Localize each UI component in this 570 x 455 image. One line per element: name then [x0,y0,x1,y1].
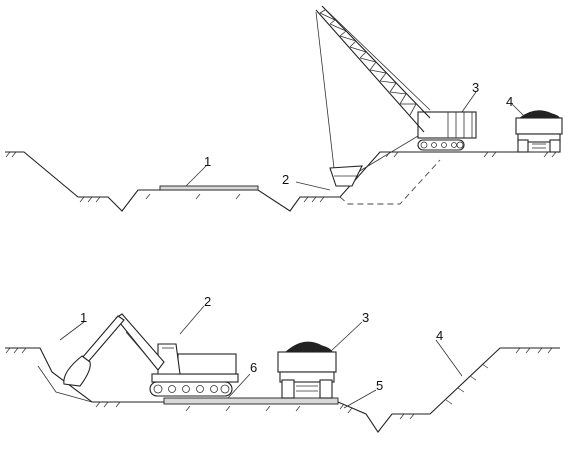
top-base-pad [159,185,259,191]
bottom-label-2: 2 [204,294,211,309]
top-leader-2 [295,181,331,191]
bottom-diagram: 1 2 3 4 5 6 [5,294,560,433]
bottom-label-5: 5 [376,378,383,393]
bottom-leader-3 [329,321,363,353]
bottom-leader-5 [343,389,377,409]
bottom-label-6: 6 [250,360,257,375]
top-diagram: 1 2 3 4 [5,5,563,212]
bottom-leader-6 [227,373,251,399]
bottom-base-pad [163,397,339,405]
top-ground-hatching [5,151,557,203]
top-dump-truck [515,110,563,153]
top-leader-1 [185,165,207,187]
bottom-label-1: 1 [80,310,87,325]
bottom-leader-2 [179,305,205,335]
top-leader-3 [461,91,477,113]
bottom-ground-hatching [5,347,553,420]
bottom-leader-1 [59,321,85,341]
bottom-excavator [63,313,239,397]
bottom-ground-profile [5,347,560,433]
top-future-excavation-dashed [339,159,441,205]
top-label-4: 4 [506,94,513,109]
top-label-2: 2 [282,172,289,187]
bottom-leader-4 [435,339,463,377]
top-label-3: 3 [472,80,479,95]
bottom-dashed-outline [37,365,93,403]
top-label-1: 1 [204,154,211,169]
bottom-label-3: 3 [362,310,369,325]
dragline-excavator [315,5,477,187]
bottom-dump-truck [277,341,337,399]
top-leader-4 [511,103,525,117]
bottom-label-4: 4 [436,328,443,343]
